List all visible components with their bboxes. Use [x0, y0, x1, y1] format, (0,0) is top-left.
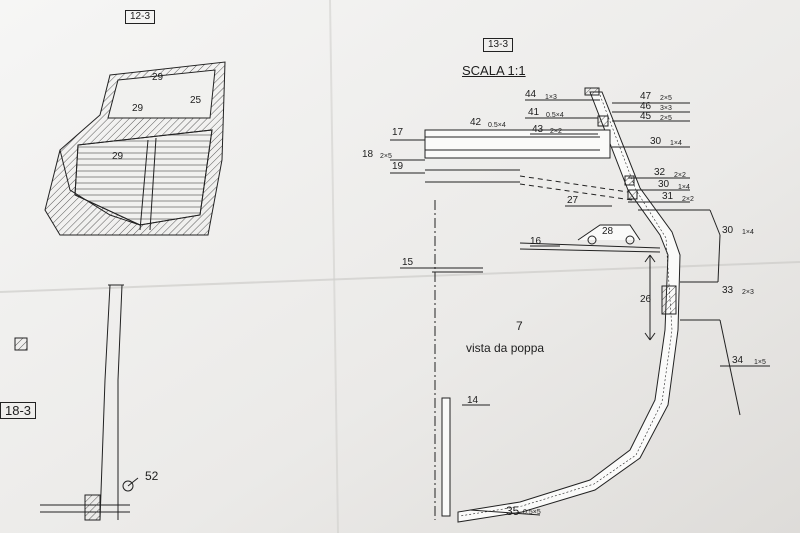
part-33: 33	[722, 285, 734, 296]
part-30a: 30	[650, 136, 662, 147]
part-18: 18	[362, 149, 374, 160]
part-46-dim: 3×3	[660, 105, 672, 112]
part-31-dim: 2×2	[682, 196, 694, 203]
part-17: 17	[392, 127, 404, 138]
part-30c: 30	[722, 225, 734, 236]
part-30a-dim: 1×4	[670, 140, 682, 147]
part-43-dim: 2×2	[550, 128, 562, 135]
part-44-dim: 1×3	[545, 94, 557, 101]
part-34-dim: 1×5	[754, 359, 766, 366]
part-27: 27	[567, 195, 579, 206]
part-35-dim: 0.5×5	[523, 509, 541, 516]
transom-sketch	[44, 61, 226, 236]
part-29b: 29	[132, 103, 144, 114]
part-32-dim: 2×2	[674, 172, 686, 179]
part-34: 34	[732, 355, 744, 366]
part-47: 47	[640, 91, 652, 102]
part-45-dim: 2×5	[660, 115, 672, 122]
part-46: 46	[640, 101, 652, 112]
part-15: 15	[402, 257, 414, 268]
part-31: 31	[662, 191, 674, 202]
part-41-dim: 0.5×4	[546, 112, 564, 119]
part-42: 42	[470, 117, 482, 128]
view-title: vista da poppa	[466, 341, 545, 355]
part-32: 32	[654, 167, 666, 178]
part-25: 25	[190, 95, 202, 106]
part-44: 44	[525, 89, 537, 100]
stern-section	[390, 87, 770, 523]
part-35: 35	[506, 504, 520, 518]
drawing-ref-18-3: 18-3	[0, 402, 37, 419]
part-29a: 29	[152, 72, 164, 83]
part-52: 52	[145, 469, 159, 483]
part-18-dim: 2×5	[380, 153, 392, 160]
scale-label: SCALA 1:1	[462, 63, 526, 78]
part-14: 14	[467, 395, 479, 406]
part-30c-dim: 1×4	[742, 229, 754, 236]
mast-sketch	[14, 284, 139, 521]
part-42-dim: 0.5×4	[488, 122, 506, 129]
part-33-dim: 2×3	[742, 289, 754, 296]
part-47-dim: 2×5	[660, 95, 672, 102]
part-28: 28	[602, 226, 614, 237]
part-41: 41	[528, 107, 540, 118]
part-45: 45	[640, 111, 652, 122]
part-29c: 29	[112, 151, 124, 162]
part-16: 16	[530, 236, 542, 247]
drawing-ref-13-3: 13-3	[483, 38, 514, 52]
part-43: 43	[532, 124, 544, 135]
view-number: 7	[516, 319, 523, 333]
part-30b: 30	[658, 179, 670, 190]
drawing-ref-12-3: 12-3	[125, 10, 156, 24]
part-26: 26	[640, 294, 652, 305]
part-30b-dim: 1×4	[678, 184, 690, 191]
part-19: 19	[392, 161, 404, 172]
